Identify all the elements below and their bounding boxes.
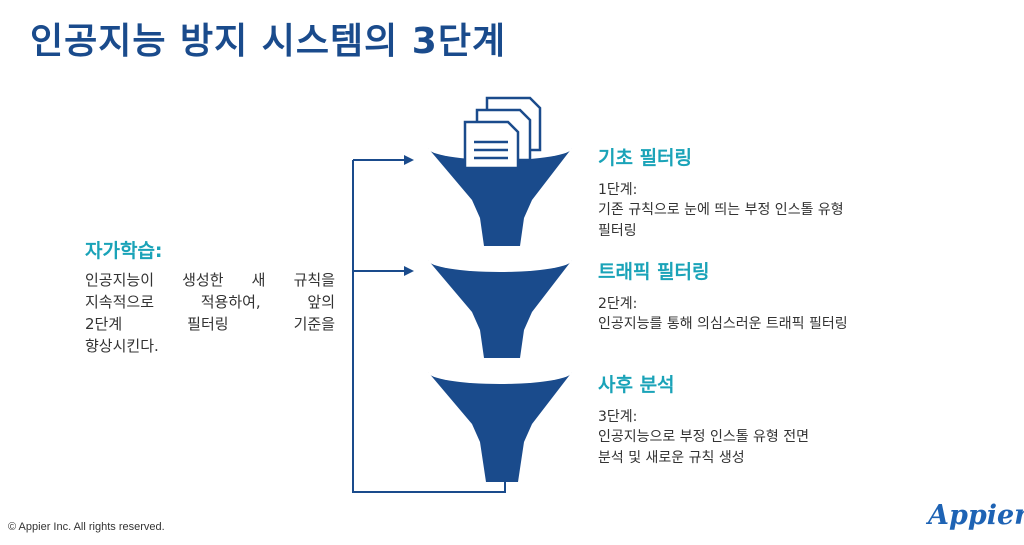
self-learning-line: 향상시킨다. xyxy=(85,337,159,355)
stage-description: 필터링 xyxy=(598,223,637,239)
stage-step: 1단계: xyxy=(598,182,638,198)
stage-description: 분석 및 새로운 규칙 생성 xyxy=(598,450,745,466)
funnel-icon xyxy=(428,360,572,482)
funnel-icon xyxy=(428,248,572,358)
self-learning-body: 인공지능이 생성한 새 규칙을 지속적으로 적용하여, 앞의 2단계 필터링 기… xyxy=(85,269,335,357)
page-title: 인공지능 방지 시스템의 3단계 xyxy=(30,21,507,62)
self-learning-note: 자가학습: 인공지능이 생성한 새 규칙을 지속적으로 적용하여, 앞의 2단계… xyxy=(85,236,335,357)
stage-basic-filtering: 기초 필터링 1단계: 기존 규칙으로 눈에 띄는 부정 인스톨 유형 필터링 xyxy=(598,143,978,242)
stage-description: 기존 규칙으로 눈에 띄는 부정 인스톨 유형 xyxy=(598,202,844,218)
copyright-notice: © Appier Inc. All rights reserved. xyxy=(8,521,165,533)
self-learning-line: 2단계 필터링 기준을 xyxy=(85,315,335,333)
stage-title: 기초 필터링 xyxy=(598,147,693,169)
feedback-loop xyxy=(352,155,506,493)
stage-description: 인공지능를 통해 의심스러운 트래픽 필터링 xyxy=(598,316,848,332)
self-learning-line: 지속적으로 적용하여, 앞의 xyxy=(85,293,335,311)
stage-post-analysis: 사후 분석 3단계: 인공지능으로 부정 인스톨 유형 전면 분석 및 새로운 … xyxy=(598,370,978,469)
document-stack-icon xyxy=(463,96,542,170)
feedback-line xyxy=(352,160,506,493)
stage-title: 트래픽 필터링 xyxy=(598,261,710,283)
stage-title: 사후 분석 xyxy=(598,374,675,396)
self-learning-line: 인공지능이 생성한 새 규칙을 xyxy=(85,271,335,289)
appier-logo: Appier xyxy=(928,500,1024,531)
stage-traffic-filtering: 트래픽 필터링 2단계: 인공지능를 통해 의심스러운 트래픽 필터링 xyxy=(598,257,978,335)
self-learning-heading: 자가학습: xyxy=(85,240,163,262)
stage-description: 인공지능으로 부정 인스톨 유형 전면 xyxy=(598,429,809,445)
stage-step: 2단계: xyxy=(598,296,638,312)
stage-step: 3단계: xyxy=(598,409,638,425)
